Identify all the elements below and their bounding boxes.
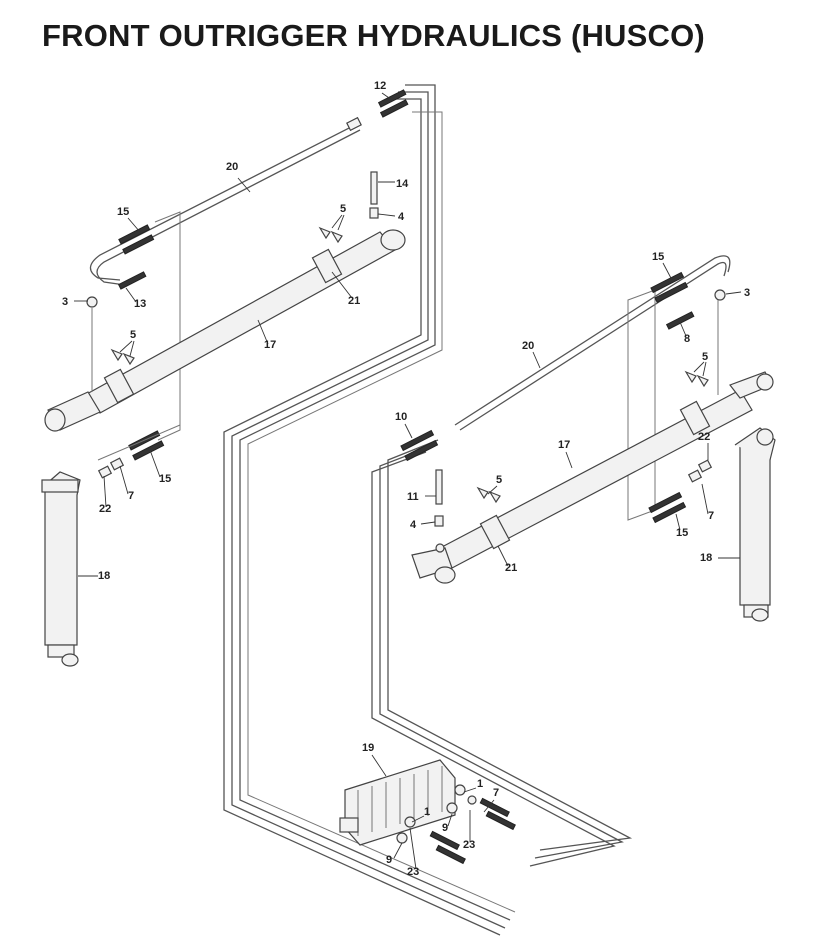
hose-20-right bbox=[454, 255, 731, 431]
cylinder-18-left bbox=[41, 471, 81, 667]
bracket-outline-right bbox=[627, 289, 656, 521]
fittings-left-upper bbox=[86, 89, 409, 392]
callout-c22a: 22 bbox=[698, 431, 710, 443]
callout-c13: 13 bbox=[134, 298, 146, 310]
callout-c12: 12 bbox=[374, 80, 386, 92]
callout-c23a: 23 bbox=[463, 839, 475, 851]
fittings-left-lower bbox=[97, 424, 181, 479]
callout-c5a: 5 bbox=[340, 203, 346, 215]
callout-c20a: 20 bbox=[226, 161, 238, 173]
callout-c15c: 15 bbox=[159, 473, 171, 485]
callout-c7c: 7 bbox=[493, 787, 499, 799]
hose-bundle-right bbox=[371, 439, 633, 867]
callout-c21b: 21 bbox=[505, 562, 517, 574]
cylinder-17-right bbox=[411, 371, 774, 584]
callout-c7a: 7 bbox=[128, 490, 134, 502]
callout-c20b: 20 bbox=[522, 340, 534, 352]
callout-c5d: 5 bbox=[496, 474, 502, 486]
callout-c17a: 17 bbox=[264, 339, 276, 351]
callout-c18b: 18 bbox=[700, 552, 712, 564]
callout-c7b: 7 bbox=[708, 510, 714, 522]
callout-c18a: 18 bbox=[98, 570, 110, 582]
callout-c15d: 15 bbox=[676, 527, 688, 539]
leader-lines bbox=[74, 92, 742, 870]
callout-c8: 8 bbox=[684, 333, 690, 345]
callout-c1b: 1 bbox=[424, 806, 430, 818]
callout-c11: 11 bbox=[407, 491, 419, 503]
callout-c3b: 3 bbox=[744, 287, 750, 299]
callout-c9a: 9 bbox=[442, 822, 448, 834]
callout-c4b: 4 bbox=[410, 519, 417, 531]
callout-c3a: 3 bbox=[62, 296, 68, 308]
callout-c10: 10 bbox=[395, 411, 407, 423]
callout-c4a: 4 bbox=[398, 211, 405, 223]
page-title: FRONT OUTRIGGER HYDRAULICS (HUSCO) bbox=[42, 18, 705, 53]
callout-c19: 19 bbox=[362, 742, 374, 754]
bracket-outline-left bbox=[154, 211, 181, 441]
callout-c17b: 17 bbox=[558, 439, 570, 451]
callout-c1a: 1 bbox=[477, 778, 483, 790]
callout-c14: 14 bbox=[396, 178, 409, 190]
callout-c5c: 5 bbox=[702, 351, 708, 363]
hose-bundle-left bbox=[223, 84, 516, 936]
callout-c9b: 9 bbox=[386, 854, 392, 866]
valve-fittings bbox=[396, 784, 516, 865]
callout-c5b: 5 bbox=[130, 329, 136, 341]
cylinder-17-left bbox=[44, 229, 406, 432]
callout-c15b: 15 bbox=[652, 251, 664, 263]
callout-c15a: 15 bbox=[117, 206, 129, 218]
cylinder-18-right bbox=[734, 427, 776, 622]
hose-20-left bbox=[89, 116, 362, 286]
control-valve-19 bbox=[339, 759, 456, 846]
callout-c22b: 22 bbox=[99, 503, 111, 515]
callout-c23b: 23 bbox=[407, 866, 419, 878]
callout-c21a: 21 bbox=[348, 295, 360, 307]
fittings-right bbox=[400, 271, 726, 553]
